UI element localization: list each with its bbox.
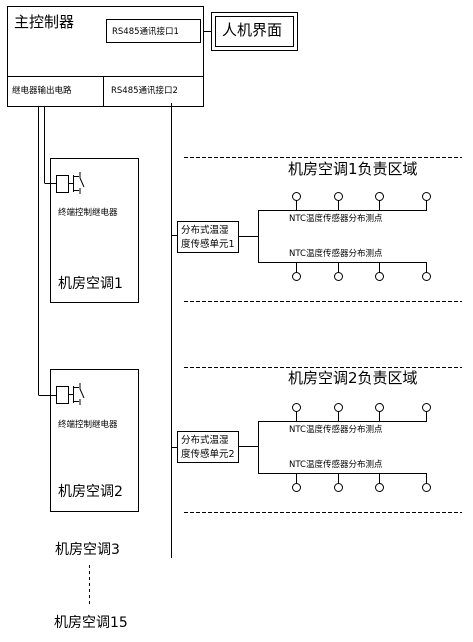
ac-label-1: 机房空调1	[58, 276, 123, 292]
ntc-lines-zone-2	[238, 411, 427, 484]
ac-label-2: 机房空调2	[58, 484, 123, 500]
hmi-label: 人机界面	[222, 21, 283, 39]
ntc-sensor-points-zone-2	[292, 403, 431, 492]
relay-output-label: 继电器输出电路	[12, 86, 72, 96]
sensor-unit-1-line2: 度传感单元1	[181, 239, 235, 250]
ntc-label-2-top: NTC温度传感器分布测点	[289, 425, 383, 435]
ac-unit-2-box	[50, 369, 139, 512]
relay-symbol-2	[56, 383, 85, 405]
rs485-port-1-label: RS485通讯接口1	[112, 27, 179, 37]
ntc-label-1-bottom: NTC温度传感器分布测点	[289, 249, 383, 259]
ac-unit-1-box	[50, 158, 139, 303]
relay-label-1: 终端控制继电器	[58, 208, 118, 218]
hmi-outer-border	[211, 12, 298, 51]
ntc-sensor-points-zone-1	[292, 192, 431, 281]
relay-symbol-1	[56, 172, 85, 194]
rs485-port-2-label: RS485通讯接口2	[111, 86, 178, 96]
controller-title: 主控制器	[14, 13, 75, 31]
zone-1-label: 机房空调1负责区域	[288, 160, 418, 178]
controller-inner-divider	[103, 77, 104, 106]
zone-2-label: 机房空调2负责区域	[288, 369, 418, 387]
sensor-unit-2-line2: 度传感单元2	[181, 449, 235, 460]
relay-label-2: 终端控制继电器	[58, 420, 118, 430]
ntc-lines-zone-1	[238, 200, 427, 273]
sensor-unit-1-line1: 分布式温湿	[181, 225, 229, 236]
ntc-label-1-top: NTC温度传感器分布测点	[289, 214, 383, 224]
ac-label-15: 机房空调15	[54, 615, 128, 631]
ntc-label-2-bottom: NTC温度传感器分布测点	[289, 460, 383, 470]
hmi-inner-border	[215, 16, 294, 47]
sensor-unit-2-line1: 分布式温湿	[181, 435, 229, 446]
controller-box	[7, 6, 204, 107]
rs485-port-1-box: RS485通讯接口1	[106, 19, 201, 43]
ac-label-3: 机房空调3	[55, 542, 120, 558]
